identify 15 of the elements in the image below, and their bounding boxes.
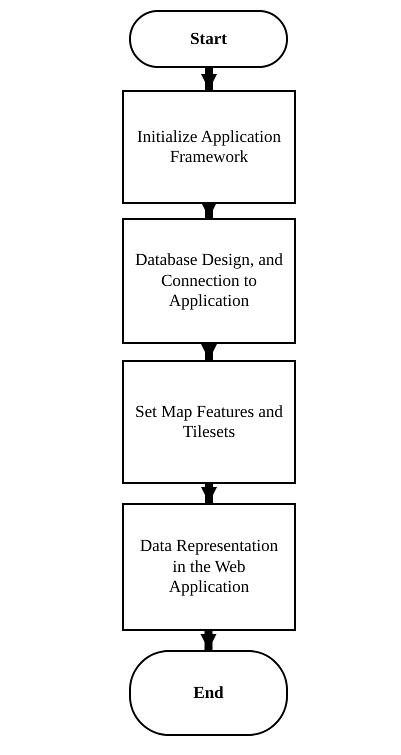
- node-label: End: [193, 682, 224, 704]
- node-label: Database Design, and Connection to Application: [134, 250, 284, 312]
- arrow: [201, 68, 217, 90]
- process-box: [122, 90, 296, 204]
- arrow: [201, 344, 217, 360]
- process-box: [122, 503, 296, 631]
- arrow: [201, 202, 217, 218]
- node-label: Data Representation in the Web Application: [138, 536, 280, 598]
- arrow: [201, 484, 217, 503]
- node-label: Initialize Application Framework: [136, 126, 282, 168]
- node-label: Start: [190, 28, 227, 50]
- arrow: [200, 631, 216, 650]
- node-label: Set Map Features and Tilesets: [134, 402, 284, 442]
- process-box: [122, 360, 296, 484]
- process-box: [122, 218, 296, 344]
